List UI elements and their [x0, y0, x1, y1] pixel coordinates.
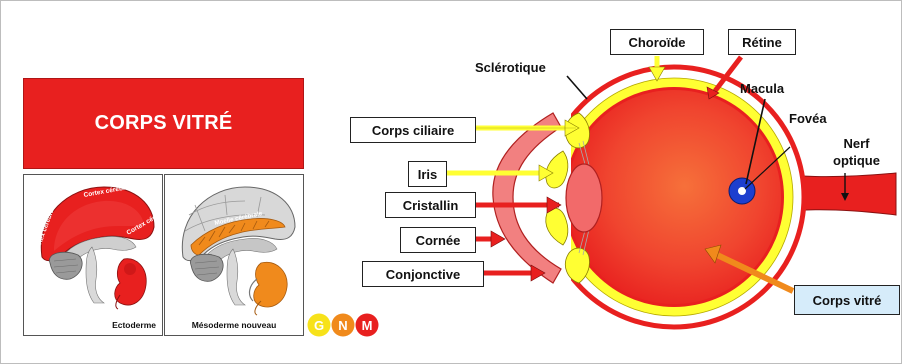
- label-fovea: Fovéa: [789, 111, 827, 126]
- label-vitreous-body: Corps vitré: [794, 285, 900, 315]
- label-retina: Rétine: [728, 29, 796, 55]
- label-sclera: Sclérotique: [475, 60, 546, 75]
- label-macula: Macula: [740, 81, 784, 96]
- sclera-pointer: [567, 76, 587, 99]
- label-optic-nerve: Nerf optique: [833, 135, 880, 169]
- label-choroid: Choroïde: [610, 29, 704, 55]
- label-cornea: Cornée: [400, 227, 476, 253]
- lens: [566, 164, 602, 232]
- label-iris: Iris: [408, 161, 447, 187]
- label-lens: Cristallin: [385, 192, 476, 218]
- label-ciliary-body: Corps ciliaire: [350, 117, 476, 143]
- label-conjunctiva: Conjonctive: [362, 261, 484, 287]
- fovea: [738, 187, 746, 195]
